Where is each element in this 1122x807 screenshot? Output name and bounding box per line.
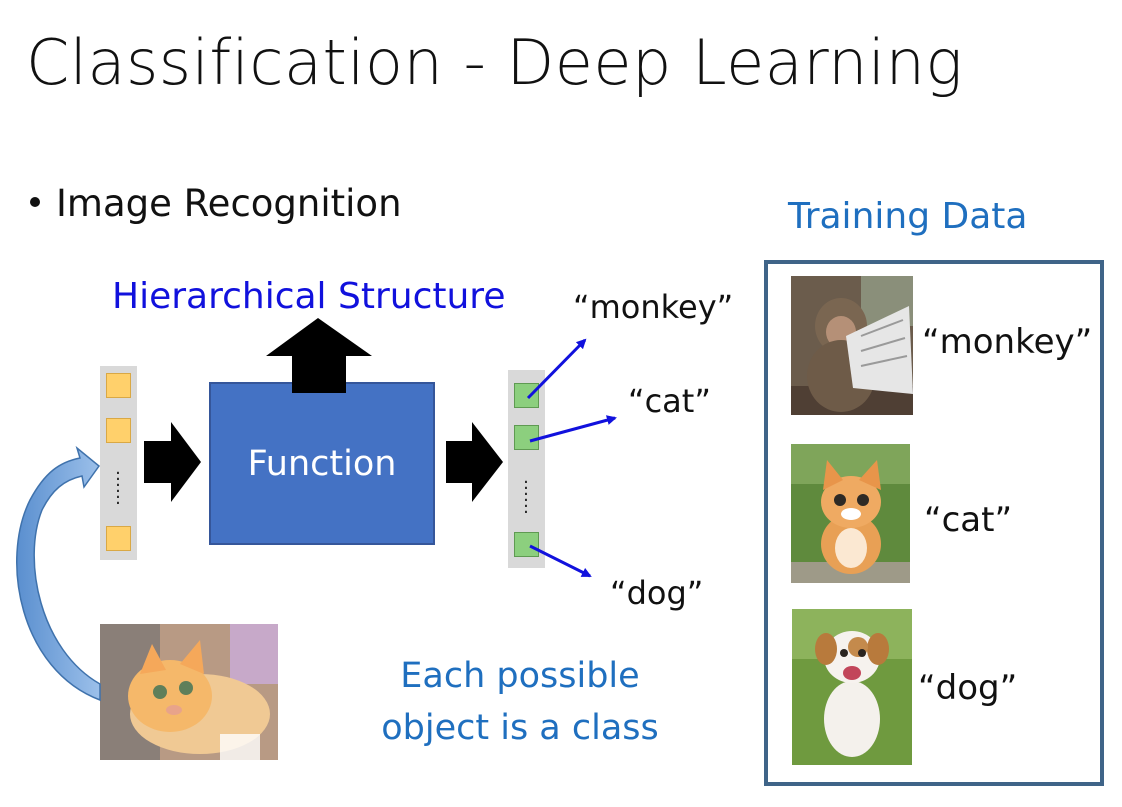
output-cell [514,532,539,557]
input-vector: ······ [100,366,137,560]
hierarchical-structure-label: Hierarchical Structure [112,276,506,317]
curved-arrow-icon [16,445,101,702]
puppy-photo [792,609,912,765]
input-cell [106,418,131,443]
training-data-title: Training Data [788,196,1028,237]
output-vector: ······ [508,370,545,568]
function-box: Function [209,382,435,545]
output-label-monkey: “monkey” [573,288,734,326]
kitten-photo [791,444,910,583]
output-vector-dots: ······ [523,472,529,523]
monkey-photo [791,276,913,415]
class-note: Each possible object is a class [370,650,670,754]
output-cell [514,425,539,450]
cat-photo [100,624,278,760]
slide-title: Classification - Deep Learning [26,26,964,99]
right-arrow-icon [144,422,201,502]
training-data-box [764,260,1104,786]
input-cell [106,526,131,551]
training-label-monkey: “monkey” [922,322,1093,362]
input-vector-dots: ······ [115,463,121,514]
output-label-cat: “cat” [628,382,711,420]
output-label-dog: “dog” [610,574,704,612]
function-label: Function [247,443,397,484]
training-label-dog: “dog” [918,668,1018,708]
bullet-item: Image Recognition [30,182,402,225]
bullet-text: Image Recognition [56,182,402,225]
class-note-line-2: object is a class [381,708,659,748]
bullet-dot [30,196,40,207]
right-arrow-icon [446,422,503,502]
class-note-line-1: Each possible [400,656,640,696]
input-cell [106,373,131,398]
training-label-cat: “cat” [924,500,1013,540]
output-cell [514,383,539,408]
